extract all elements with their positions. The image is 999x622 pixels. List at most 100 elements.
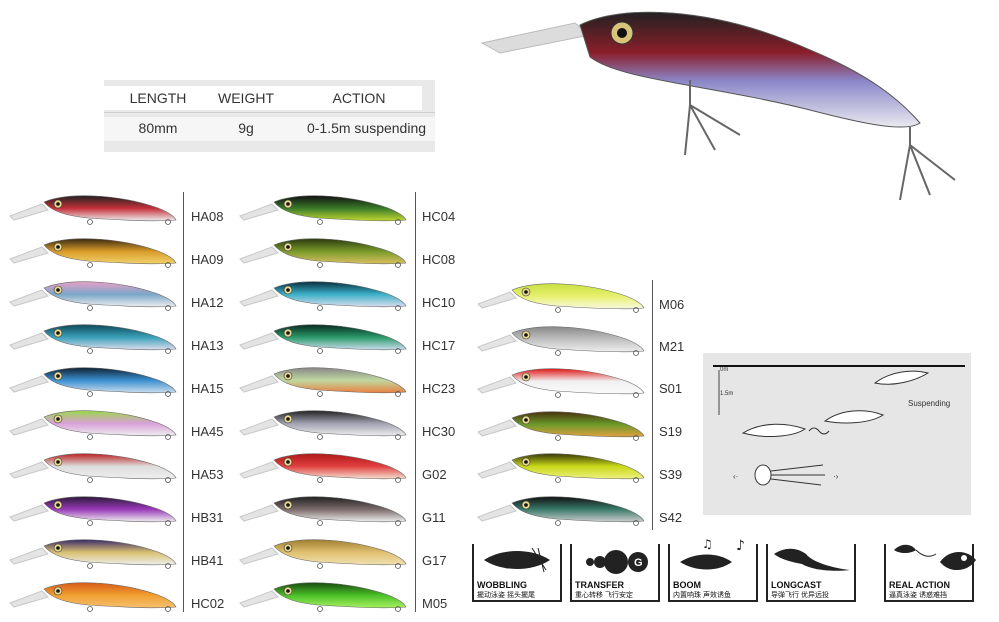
spec-header-action: ACTION bbox=[332, 90, 386, 106]
feature-transfer: G TRANSFER 重心转移 飞行安定 bbox=[570, 532, 666, 602]
lure-thumbnail bbox=[239, 453, 407, 483]
feature-frame-left bbox=[570, 544, 572, 602]
svg-text:♫: ♫ bbox=[702, 537, 713, 551]
lure-code: S19 bbox=[659, 424, 683, 439]
spec-header-length: LENGTH bbox=[129, 90, 187, 106]
spec-value-row bbox=[104, 117, 435, 141]
feature-boom: ♪ ♫ BOOM 内置响珠 声效诱鱼 bbox=[668, 532, 764, 602]
svg-text:G: G bbox=[634, 557, 643, 569]
depth-top-label: 0m bbox=[720, 367, 729, 373]
lure-thumbnail bbox=[9, 410, 177, 440]
spec-value-action: 0-1.5m suspending bbox=[306, 120, 427, 136]
spec-value-length: 80mm bbox=[138, 120, 178, 136]
lure-thumbnail bbox=[9, 324, 177, 354]
svg-text:‹·: ‹· bbox=[733, 472, 738, 481]
spec-divider bbox=[104, 112, 435, 113]
lure-code: G02 bbox=[422, 467, 447, 482]
feature-longcast: LONGCAST 导弹飞行 优异远投 bbox=[766, 532, 862, 602]
feature-frame-left bbox=[884, 544, 886, 602]
feature-frame-base bbox=[472, 600, 562, 602]
lure-code: S42 bbox=[659, 510, 683, 525]
lure-thumbnail bbox=[239, 281, 407, 311]
boom-icon: ♪ ♫ bbox=[680, 537, 745, 570]
suspending-action-diagram: ‹· ·› 0m 1.5m Suspending bbox=[703, 353, 971, 515]
feature-wobbling: WOBBLING 擺动泳姿 摇头擺尾 bbox=[472, 532, 568, 602]
lure-code: M05 bbox=[422, 596, 448, 611]
spec-header-row bbox=[104, 86, 422, 110]
lure-thumbnail bbox=[9, 453, 177, 483]
lure-code: G17 bbox=[422, 553, 447, 568]
feature-frame-base bbox=[570, 600, 660, 602]
feature-frame-base bbox=[766, 600, 856, 602]
lure-thumbnail bbox=[239, 410, 407, 440]
lure-code: HA45 bbox=[191, 424, 224, 439]
lure-thumbnail bbox=[9, 195, 177, 225]
feature-frame-right bbox=[972, 544, 974, 602]
feature-title: TRANSFER bbox=[575, 580, 624, 590]
lure-code: G11 bbox=[422, 510, 446, 525]
lure-code: HC08 bbox=[422, 252, 456, 267]
feature-frame-right bbox=[560, 544, 562, 602]
lure-code: HA13 bbox=[191, 338, 224, 353]
lure-thumbnail bbox=[9, 496, 177, 526]
lure-thumbnail bbox=[239, 195, 407, 225]
column-divider bbox=[652, 280, 653, 530]
lure-code: HB41 bbox=[191, 553, 224, 568]
feature-title: WOBBLING bbox=[477, 580, 527, 590]
lure-thumbnail bbox=[9, 539, 177, 569]
lure-thumbnail bbox=[239, 539, 407, 569]
feature-frame-base bbox=[668, 600, 758, 602]
lure-thumbnail bbox=[239, 496, 407, 526]
lure-thumbnail bbox=[239, 238, 407, 268]
spec-table: LENGTH WEIGHT ACTION 80mm 9g 0-1.5m susp… bbox=[104, 80, 435, 152]
lure-code: HC23 bbox=[422, 381, 456, 396]
hero-lure-image bbox=[480, 11, 956, 201]
lure-code: M21 bbox=[659, 339, 685, 354]
transfer-icon: G bbox=[586, 550, 648, 574]
lure-code: HB31 bbox=[191, 510, 224, 525]
lure-code: HA12 bbox=[191, 295, 224, 310]
lure-thumbnail bbox=[239, 324, 407, 354]
feature-title: LONGCAST bbox=[771, 580, 822, 590]
longcast-icon bbox=[774, 548, 850, 571]
lure-thumbnail bbox=[477, 496, 645, 526]
lure-thumbnail bbox=[9, 367, 177, 397]
lure-code: HA09 bbox=[191, 252, 224, 267]
svg-text:·›: ·› bbox=[833, 472, 839, 481]
feature-frame-right bbox=[756, 544, 758, 602]
lure-code: HA15 bbox=[191, 381, 224, 396]
lure-thumbnail bbox=[239, 582, 407, 612]
suspending-label: Suspending bbox=[908, 399, 951, 408]
feature-frame-left bbox=[766, 544, 768, 602]
spec-header-weight: WEIGHT bbox=[218, 90, 274, 106]
real-action-icon bbox=[894, 544, 976, 571]
feature-frame-right bbox=[658, 544, 660, 602]
feature-frame-left bbox=[472, 544, 474, 602]
lure-thumbnail bbox=[477, 453, 645, 483]
lure-thumbnail bbox=[9, 238, 177, 268]
feature-title: BOOM bbox=[673, 580, 701, 590]
lure-code: HA08 bbox=[191, 209, 224, 224]
feature-subtitle: 重心转移 飞行安定 bbox=[575, 592, 633, 599]
feature-frame-right bbox=[854, 544, 856, 602]
feature-frame-left bbox=[668, 544, 670, 602]
feature-subtitle: 内置响珠 声效诱鱼 bbox=[673, 592, 731, 599]
column-divider bbox=[415, 192, 416, 612]
lure-code: HC02 bbox=[191, 596, 225, 611]
lure-code: M06 bbox=[659, 297, 685, 312]
lure-thumbnail bbox=[477, 368, 645, 398]
lure-thumbnail bbox=[477, 411, 645, 441]
lure-code: S01 bbox=[659, 381, 683, 396]
feature-frame-base bbox=[884, 600, 974, 602]
lure-code: HC30 bbox=[422, 424, 456, 439]
lure-thumbnail bbox=[477, 326, 645, 356]
lure-thumbnail bbox=[239, 367, 407, 397]
svg-text:♪: ♪ bbox=[736, 538, 745, 554]
lure-code: S39 bbox=[659, 467, 683, 482]
lure-thumbnail bbox=[9, 582, 177, 612]
lure-thumbnail bbox=[9, 281, 177, 311]
wobbling-icon bbox=[484, 547, 550, 573]
feature-subtitle: 导弹飞行 优异远投 bbox=[771, 592, 829, 599]
feature-subtitle: 擺动泳姿 摇头擺尾 bbox=[477, 592, 535, 599]
depth-bottom-label: 1.5m bbox=[720, 391, 734, 397]
